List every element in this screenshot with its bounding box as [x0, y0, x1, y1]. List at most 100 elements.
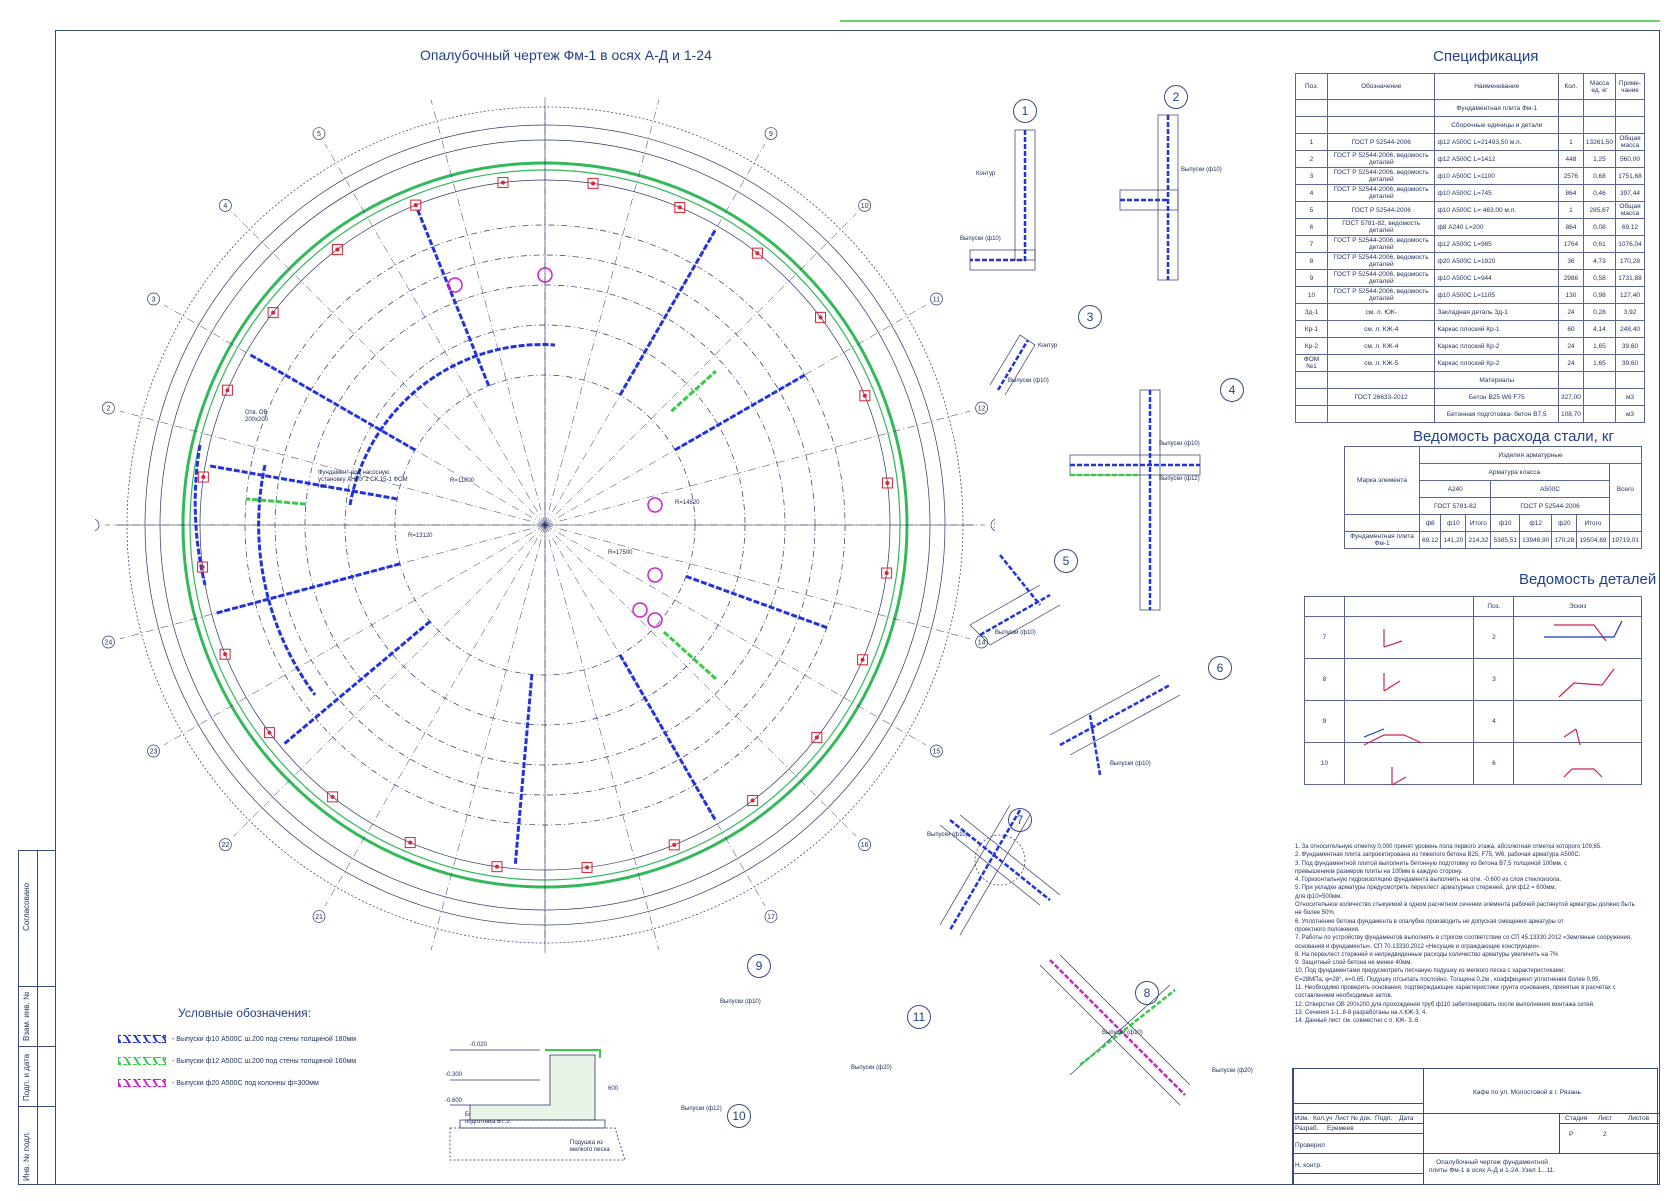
steel-col: ф8	[1418, 514, 1442, 532]
note-line: для ф10=500мм.	[1295, 893, 1342, 900]
spec-cell: ГОСТ Р 52544-2006, ведомость деталей	[1326, 252, 1436, 270]
node-label-3: 3	[1078, 305, 1102, 329]
spec-cell: 1	[1295, 133, 1328, 151]
node-label-8: 8	[1135, 981, 1159, 1005]
axis-bubble	[219, 199, 232, 212]
plan-r3: R=14820	[675, 500, 700, 506]
details-pos: 10	[1304, 742, 1345, 785]
axis-number: 17	[767, 914, 775, 921]
spec-cell: ф10 А500С L=1105	[1434, 286, 1559, 304]
steel-col: Итого	[1465, 514, 1492, 532]
steel-val: 19504,69	[1576, 531, 1610, 549]
spec-cell: 36	[1557, 252, 1584, 270]
node4-vypuski12: Выпуски (ф12)	[1159, 476, 1200, 482]
legend-swatch-blue	[118, 1035, 166, 1043]
note-line: 5. При укладке арматуры предусмотреть пе…	[1295, 885, 1557, 892]
axis-bubble	[975, 401, 988, 415]
steel-h-element: Марка элемента	[1344, 446, 1420, 515]
axis-number: 22	[221, 842, 229, 849]
details-pos: 9	[1304, 700, 1345, 743]
steel-val: 13948,90	[1519, 531, 1553, 549]
spec-cell: Бетон В25 W6 F75	[1434, 388, 1559, 406]
node8-vypuski: Выпуски (ф10)	[1102, 1030, 1143, 1036]
spec-cell: ГОСТ Р 52544-2006, ведомость деталей	[1326, 167, 1436, 185]
steel-h-class: Арматура класса	[1419, 463, 1610, 481]
spec-cell: 397,44	[1615, 184, 1645, 202]
note-line: 14. Данный лист см. совместно с л. КЖ- 3…	[1295, 1018, 1421, 1025]
node-label-6: 6	[1208, 656, 1232, 680]
spec-cell: см. л. КЖ-4	[1326, 337, 1436, 355]
node-label-9: 9	[747, 954, 771, 978]
spec-cell: 0,46	[1582, 184, 1617, 202]
legend-swatch-magenta	[118, 1079, 166, 1087]
foundation-plan: 123456789101112131415161718192021222324	[95, 95, 995, 955]
spec-cell	[1326, 405, 1436, 423]
spec-cell: Кр-2	[1295, 337, 1328, 355]
axis-bubble	[147, 292, 160, 306]
details-pos: 7	[1304, 616, 1345, 659]
node9-vypuski: Выпуски (ф10)	[720, 999, 761, 1005]
node-label-1: 1	[1013, 99, 1037, 123]
spec-cell: 1,25	[1582, 150, 1617, 168]
spec-cell: ГОСТ Р 52544-2006, ведомость деталей	[1326, 184, 1436, 202]
spec-cell: м3	[1615, 388, 1645, 406]
spec-cell: Каркас плоский Кр-2	[1434, 354, 1559, 372]
stamp-vzam: Взам. инв. №	[22, 991, 31, 1041]
steel-h-a500: А500С	[1490, 480, 1610, 498]
spec-cell: ГОСТ 5781-82, ведомость деталей	[1326, 218, 1436, 236]
plan-fom-label: Фундамент под насосную установку АНПУ 2 …	[318, 470, 408, 490]
title-block: Изм. Кол.уч Лист № док. Подп. Дата Разра…	[1292, 1068, 1659, 1185]
notes: 1. За относительную отметку 0,000 принят…	[1295, 843, 1635, 1026]
spec-cell: 7	[1295, 235, 1328, 253]
node-label-10: 10	[727, 1104, 751, 1128]
side-stamp: Инв. № подл. Подп. и дата Взам. инв. № С…	[18, 850, 56, 1185]
spec-cell: ф8 А240 L=200	[1434, 218, 1559, 236]
steel-col: ф12	[1519, 514, 1553, 532]
steel-h-gost1: ГОСТ 5781-82	[1418, 497, 1492, 515]
node1-kontur: Контур	[976, 171, 996, 177]
spec-cell: 4	[1295, 184, 1328, 202]
spec-cell: 1076,04	[1615, 235, 1645, 253]
axis-bubble	[95, 518, 100, 532]
spec-cell: 1731,88	[1615, 269, 1645, 287]
spec-cell: ГОСТ Р 52544-2006	[1326, 133, 1436, 151]
steel-val: 19719,01	[1608, 531, 1643, 549]
spec-cell: Общая масса	[1615, 133, 1645, 151]
axis-bubble	[990, 518, 995, 532]
axis-bubble	[147, 744, 160, 758]
spec-cell: 130	[1557, 286, 1584, 304]
node10-vypuski: Выпуски (ф12)	[681, 1106, 722, 1112]
spec-cell: 9	[1295, 269, 1328, 287]
tb-nkontr: Н. контр.	[1295, 1162, 1322, 1169]
spec-cell: ГОСТ Р 52544-2006, ведомость деталей	[1326, 150, 1436, 168]
spec-cell: 69,12	[1615, 218, 1645, 236]
axis-number: 16	[861, 842, 869, 849]
spec-cell: 1751,68	[1615, 167, 1645, 185]
svg-text:-0.300: -0.300	[445, 1072, 463, 1078]
axis-bubble	[858, 199, 871, 212]
spec-cell: 1,65	[1582, 337, 1617, 355]
stamp-soglasovano: Согласовано	[22, 882, 31, 931]
axis-bubble	[102, 401, 115, 415]
spec-cell: ГОСТ Р 52544-2006, ведомость деталей	[1326, 286, 1436, 304]
spec-cell: 285,67	[1582, 201, 1617, 219]
tb-h-stage: Стадия	[1565, 1115, 1588, 1122]
steel-val: 170,28	[1551, 531, 1578, 549]
spec-cell	[1582, 388, 1617, 406]
spec-h-mass: Масса ед. кг	[1582, 73, 1617, 100]
section-podushka: Подушка из мелкого песка	[570, 1140, 610, 1153]
spec-cell: 8	[1295, 252, 1328, 270]
axis-bubble	[975, 635, 988, 649]
legend-label-3: - Выпуски ф20 А500С под колонны ф=300мм	[172, 1079, 319, 1087]
spec-cell: 39,60	[1615, 337, 1645, 355]
note-line: 4. Горизонтальную гидроизоляцию фундамен…	[1295, 877, 1562, 884]
tb-stage: Р	[1569, 1131, 1574, 1138]
spec-cell: 448	[1557, 150, 1584, 168]
